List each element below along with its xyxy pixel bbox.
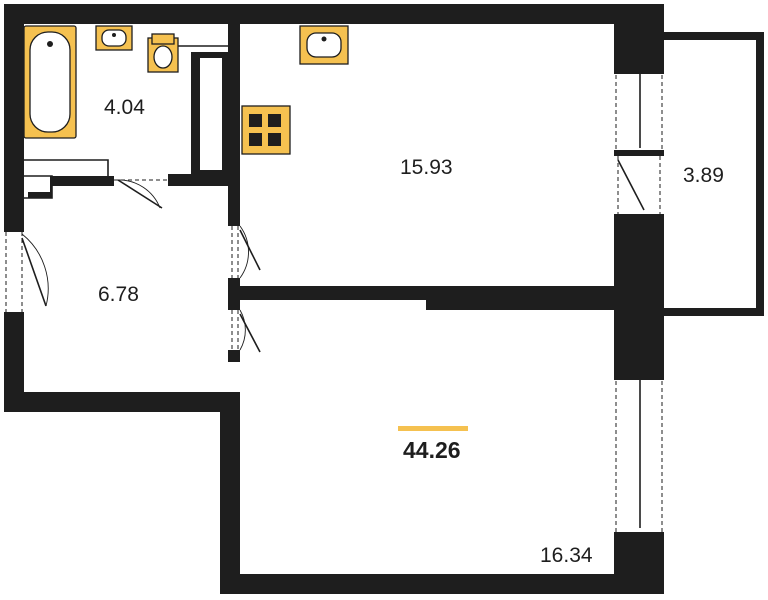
bathroom-area-label: 4.04	[104, 96, 145, 119]
window-icon	[614, 68, 664, 150]
bathtub-icon	[23, 25, 77, 139]
balcony-area-label: 3.89	[683, 164, 724, 187]
kitchen-area-label: 15.93	[400, 156, 453, 179]
living-room-area-label: 16.34	[540, 544, 593, 567]
hallway-area-label: 6.78	[98, 283, 139, 306]
door-icon	[231, 309, 261, 353]
walls	[4, 4, 764, 594]
door-icon	[614, 150, 664, 214]
stove-icon	[241, 105, 291, 155]
toilet-icon	[147, 33, 179, 73]
total-area-label: 44.26	[403, 437, 461, 463]
sink-icon	[95, 25, 133, 51]
door-icon	[114, 179, 168, 209]
window-icon	[614, 374, 664, 532]
door-icon	[231, 225, 261, 279]
sink-icon	[299, 25, 349, 65]
total-area-accent-bar	[398, 426, 468, 431]
door-icon	[5, 232, 49, 312]
